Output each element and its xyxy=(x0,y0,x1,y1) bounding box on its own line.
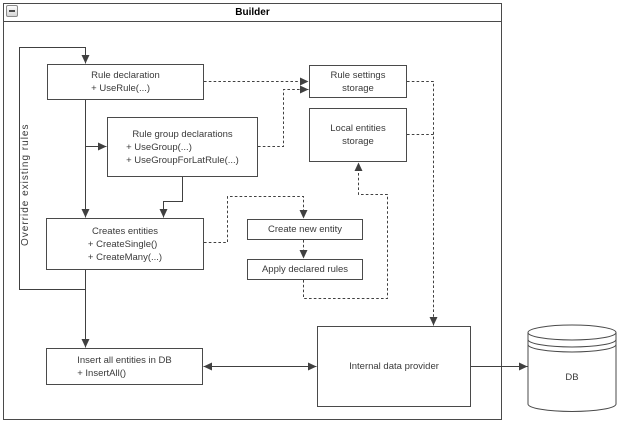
db-cylinder-body xyxy=(527,332,617,412)
node-method: + CreateSingle() xyxy=(87,238,158,250)
builder-titlebar: Builder xyxy=(4,4,501,22)
node-creates-entities[interactable]: Creates entities + CreateSingle() + Crea… xyxy=(46,218,204,270)
node-title: Apply declared rules xyxy=(261,264,349,275)
node-method: + UseRule(...) xyxy=(91,83,151,94)
builder-title: Builder xyxy=(235,7,270,18)
connector-override-loop xyxy=(19,47,90,290)
node-method: + UseGroupForLatRule(...) xyxy=(126,154,239,166)
db-label: DB xyxy=(565,372,579,383)
node-method: + CreateMany(...) xyxy=(87,251,163,263)
node-title: Local entities xyxy=(330,123,386,134)
connector-settings-to-provider xyxy=(407,81,438,326)
node-internal-data-provider[interactable]: Internal data provider xyxy=(317,326,471,407)
node-title-line2: storage xyxy=(342,136,374,147)
node-title: Rule declaration xyxy=(91,70,160,81)
node-create-new-entity[interactable]: Create new entity xyxy=(247,219,363,240)
connector-creates-to-newentity xyxy=(204,196,308,243)
db-cylinder[interactable] xyxy=(527,324,617,412)
db-cylinder-disc-line-2 xyxy=(527,344,617,353)
node-title: Rule group declarations xyxy=(132,128,233,140)
connector-rulegroup-to-settings xyxy=(258,85,309,147)
node-rule-declaration[interactable]: Rule declaration + UseRule(...) xyxy=(47,64,204,100)
node-title: Internal data provider xyxy=(349,361,439,372)
node-title: Creates entities xyxy=(91,225,158,237)
node-local-entities-storage[interactable]: Local entities storage xyxy=(309,108,407,162)
minus-glyph xyxy=(9,10,15,12)
node-title: Create new entity xyxy=(268,224,342,235)
connector-applyrules-to-localstorage xyxy=(303,162,388,299)
override-loop-label: Override existing rules xyxy=(20,123,31,246)
node-rule-settings-storage[interactable]: Rule settings storage xyxy=(309,65,407,98)
node-apply-declared-rules[interactable]: Apply declared rules xyxy=(247,259,363,280)
db-cylinder-disc-line-1 xyxy=(527,339,617,348)
db-cylinder-top xyxy=(527,324,617,341)
collapse-minus-icon[interactable] xyxy=(6,5,18,17)
node-title-line2: storage xyxy=(342,82,374,94)
node-rule-group-declarations[interactable]: Rule group declarations + UseGroup(...) … xyxy=(107,117,258,177)
node-title: Rule settings xyxy=(330,69,386,81)
connector-rulegroup-to-creates xyxy=(159,177,183,218)
node-method: + InsertAll() xyxy=(77,367,127,379)
node-method: + UseGroup(...) xyxy=(126,141,192,153)
node-insert-all-entities[interactable]: Insert all entities in DB + InsertAll() xyxy=(46,348,203,385)
node-title: Insert all entities in DB xyxy=(77,354,172,366)
